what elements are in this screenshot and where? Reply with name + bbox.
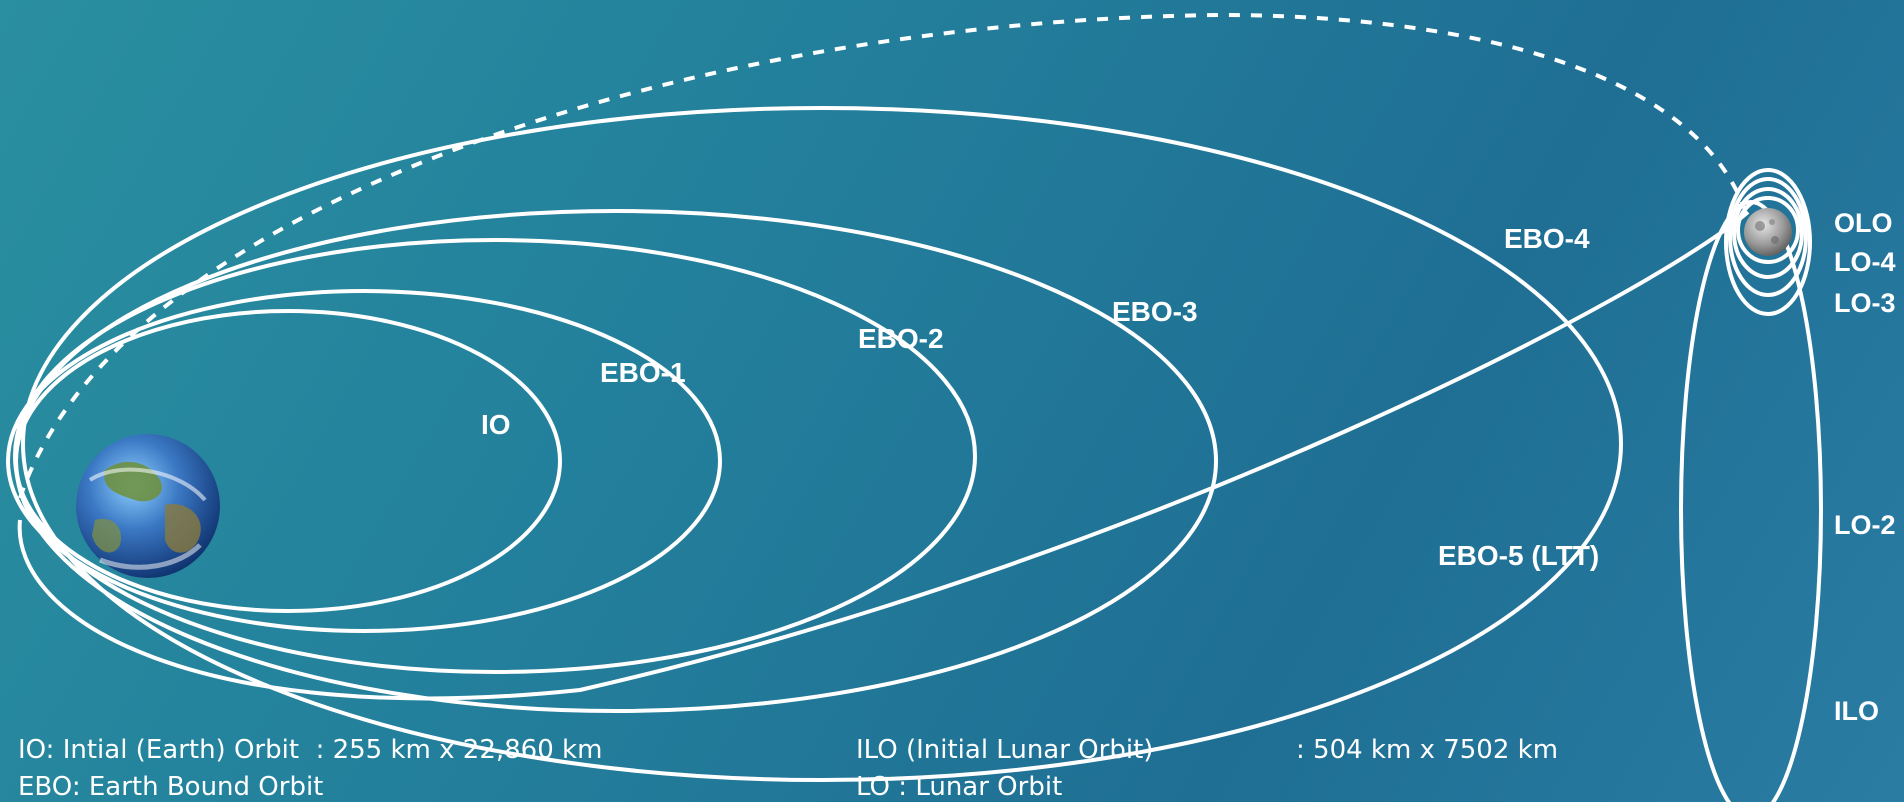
orbit-lo2 — [1724, 168, 1812, 316]
legend-lo: LO : Lunar Orbit — [856, 772, 1063, 802]
orbit-ebo4 — [21, 106, 1623, 782]
legend-ilo: ILO (Initial Lunar Orbit) — [856, 735, 1154, 765]
orbit-ebo3 — [14, 209, 1218, 713]
label-ebo2: EBO-2 — [858, 323, 944, 354]
label-ebo3: EBO-3 — [1112, 296, 1198, 327]
label-lo4: LO-4 — [1834, 247, 1896, 277]
label-ilo: ILO — [1834, 696, 1879, 726]
label-io: IO — [481, 409, 511, 440]
earth-icon — [76, 434, 220, 578]
legend-io: IO: Intial (Earth) Orbit : 255 km x 22,8… — [18, 735, 603, 765]
legend-ilo-value: : 504 km x 7502 km — [1296, 735, 1559, 765]
moon-icon — [1744, 208, 1792, 256]
transfer-trajectory — [18, 12, 1747, 499]
orbit-olo — [1736, 196, 1800, 264]
label-ebo1: EBO-1 — [600, 357, 686, 388]
orbit-lo4 — [1732, 187, 1804, 279]
label-olo: OLO — [1834, 208, 1893, 238]
label-ebo4: EBO-4 — [1504, 223, 1590, 254]
orbit-ebo5 — [17, 210, 1750, 701]
label-lo2: LO-2 — [1834, 510, 1896, 540]
orbit-ebo1 — [6, 289, 722, 633]
label-lo3: LO-3 — [1834, 288, 1896, 318]
label-ebo5: EBO-5 (LTT) — [1438, 540, 1599, 571]
orbit-lo3 — [1728, 177, 1808, 297]
legend-ebo: EBO: Earth Bound Orbit — [18, 772, 324, 802]
